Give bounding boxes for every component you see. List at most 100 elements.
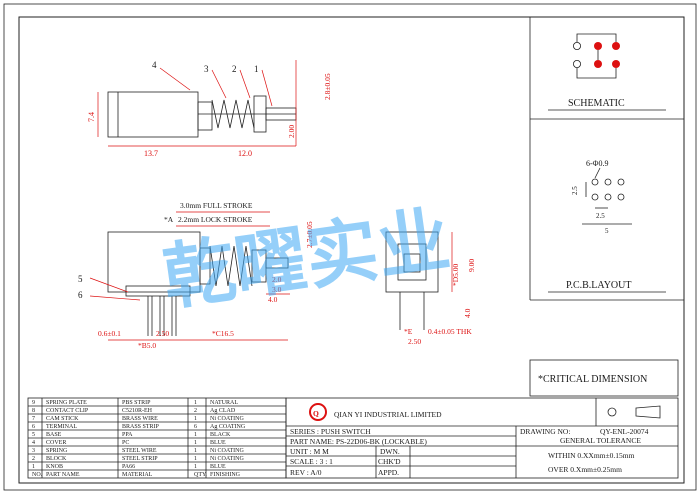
- projection-cone-icon: [635, 405, 661, 419]
- schematic-pad: [594, 42, 602, 50]
- pcb-layout: 6-Φ0.9 2.5 2.5 5 P.C.B.LAYOUT: [548, 159, 666, 293]
- bom-cell: BRASS WIRE: [122, 416, 158, 422]
- lock-stroke-label: 2.2mm LOCK STROKE: [178, 215, 253, 224]
- bom-cell: 1: [194, 432, 197, 438]
- pcb-hole-spec: 6-Φ0.9: [586, 159, 609, 168]
- outer-border: [3, 3, 697, 491]
- dim-side-30: 3.0: [272, 285, 282, 294]
- schematic: SCHEMATIC: [548, 33, 666, 111]
- leader-5: [89, 277, 129, 293]
- leader-2: [239, 69, 251, 99]
- bom-cell: BLUE: [210, 464, 226, 470]
- unit-label: UNIT : M M: [290, 447, 329, 456]
- leader-6: [89, 295, 141, 301]
- bom-cell: Ni COATING: [210, 456, 244, 462]
- series-label: SERIES : PUSH SWITCH: [290, 427, 371, 436]
- dwn-label: DWN.: [380, 447, 400, 456]
- end-knob: [403, 253, 421, 273]
- appd-label: APPD.: [378, 468, 399, 477]
- bom-header-cell: PART NAME: [46, 472, 80, 478]
- bom-cell: 1: [194, 440, 197, 446]
- dim-side-20: 2.0: [272, 275, 282, 284]
- callout-5: 5: [78, 274, 83, 284]
- bom-cell: COVER: [46, 440, 66, 446]
- bom-cell: CONTACT CLIP: [46, 408, 89, 414]
- bom-cell: CAM STICK: [46, 416, 79, 422]
- dim-rod-height: 2.00: [287, 125, 296, 138]
- bom-cell: KNOB: [46, 464, 63, 470]
- projection-icon: [607, 407, 617, 417]
- critical-box: [529, 359, 679, 397]
- drawing-no: QY-ENL-20074: [600, 427, 649, 436]
- bom-header-cell: FINISHING: [210, 472, 241, 478]
- lock-stroke-mark: *A: [164, 215, 174, 224]
- pcb-dim-h: 2.5: [596, 212, 605, 220]
- callout-1: 1: [254, 64, 259, 74]
- pcb-hole-leader: [594, 167, 601, 179]
- bom-cell: 5: [32, 432, 35, 438]
- dim-side-40: 4.0: [268, 295, 278, 304]
- title-block: Q QIAN YI INDUSTRIAL LIMITED SERIES : PU…: [285, 397, 679, 479]
- bom-cell: BLACK: [210, 432, 231, 438]
- bom-cell: 3: [32, 448, 35, 454]
- dim-pin-width: 0.6±0.1: [98, 329, 121, 338]
- pcb-hole: [604, 178, 612, 186]
- end-inner: [397, 243, 427, 281]
- part-name: PART NAME: PS-22D06-BK (LOCKABLE): [290, 437, 427, 446]
- callout-3: 3: [204, 64, 209, 74]
- schematic-pad: [612, 60, 620, 68]
- dim-rod-length: 12.0: [238, 149, 252, 158]
- dim-end-thk: 0.4±0.05 THK: [428, 327, 472, 336]
- side-knob: [265, 257, 289, 269]
- schematic-label: SCHEMATIC: [568, 98, 625, 109]
- side-spring: [209, 245, 253, 287]
- schematic-pad: [612, 42, 620, 50]
- bom-cell: PBS STRIP: [122, 400, 151, 406]
- pcb-label: P.C.B.LAYOUT: [566, 280, 631, 291]
- dim-height-left: 7.4: [87, 112, 96, 122]
- pcb-hole: [617, 178, 625, 186]
- callout-2: 2: [232, 64, 237, 74]
- dim-tip: 2.8±0.05: [323, 73, 332, 100]
- bom-cell: PPA: [122, 432, 133, 438]
- callout-6: 6: [78, 290, 83, 300]
- dim-side-h1: 2.7±0.05: [305, 221, 314, 248]
- leader-4: [159, 67, 191, 91]
- bom-cell: PC: [122, 440, 129, 446]
- pcb-hole: [604, 193, 612, 201]
- tolerance-over: OVER 0.Xmm±0.25mm: [548, 465, 622, 474]
- dim-c165: *C16.5: [212, 329, 234, 338]
- top-view: 4 3 2 1 7.4 13.7 12.0 2.8±0.05 2.00: [87, 60, 332, 158]
- pcb-dim-v: 2.5: [571, 186, 579, 195]
- bom-header-cell: MATERIAL: [122, 472, 153, 478]
- dim-end-h900: 9.00: [467, 259, 476, 272]
- company-name: QIAN YI INDUSTRIAL LIMITED: [334, 410, 442, 419]
- tb-frame: [285, 397, 679, 479]
- bom-header-cell: QTY.: [194, 472, 208, 478]
- leader-3: [211, 69, 227, 99]
- inner-border: [18, 16, 685, 484]
- bom-cell: Ni COATING: [210, 416, 244, 422]
- side-collar: [199, 247, 211, 285]
- bom-cell: BRASS STRIP: [122, 424, 160, 430]
- dim-end-d500: *D5.00: [451, 263, 460, 286]
- side-view: 3.0mm FULL STROKE *A 2.2mm LOCK STROKE 5…: [78, 201, 314, 350]
- bom-cell: 2: [194, 408, 197, 414]
- schematic-pin: [573, 60, 582, 69]
- bom-cell: 7: [32, 416, 35, 422]
- bom-cell: SPRING: [46, 448, 68, 454]
- bom-cell: Ag COATING: [210, 424, 246, 430]
- dim-end-h40: 4.0: [463, 308, 472, 318]
- pcb-hole: [617, 193, 625, 201]
- dim-end-e250: 2.50: [408, 337, 421, 346]
- bom-cell: PA66: [122, 464, 135, 470]
- tolerance-within: WITHIN 0.XXmm±0.15mm: [548, 451, 635, 460]
- dim-b50: *B5.0: [138, 341, 156, 350]
- bom-cell: 1: [194, 456, 197, 462]
- bom-cell: 1: [194, 464, 197, 470]
- bom-cell: 1: [32, 464, 35, 470]
- end-view: 9.00 *D5.00 4.0 *E 2.50 0.4±0.05 THK: [385, 231, 476, 346]
